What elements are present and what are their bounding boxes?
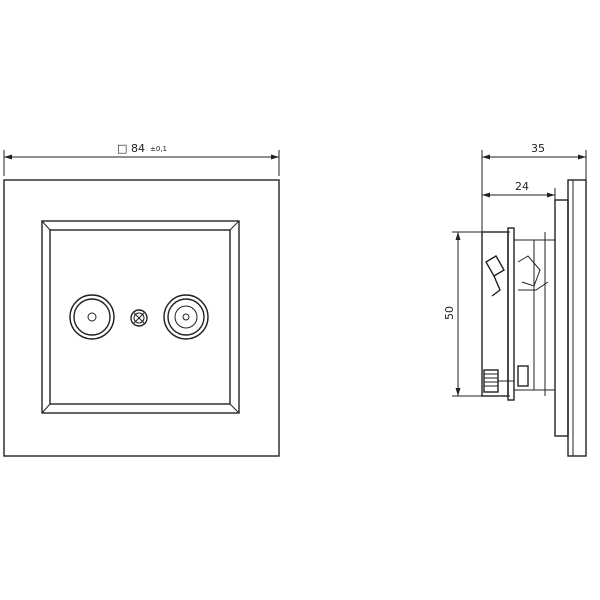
- left-coax-socket: [69, 294, 115, 340]
- depth-total-dimension: 35: [481, 142, 587, 232]
- insert-recess: [41, 220, 240, 414]
- depth-inner-label: 24: [515, 180, 529, 193]
- front-view: □ 84 ±0,1: [3, 142, 280, 457]
- width-square-symbol: □: [117, 142, 127, 155]
- outer-frame: [3, 179, 280, 457]
- side-frame: [554, 179, 587, 457]
- center-screw: [130, 309, 148, 327]
- insert-plate: [49, 229, 231, 405]
- width-dimension: □ 84 ±0,1: [3, 142, 280, 176]
- depth-total-label: 35: [531, 142, 545, 155]
- side-view: 35 24 50: [443, 142, 587, 457]
- side-mechanism: [481, 227, 555, 401]
- depth-inner-dimension: 24: [482, 180, 556, 200]
- height-label: 50: [443, 306, 456, 320]
- corner-marks: [41, 220, 240, 414]
- right-coax-socket: [163, 294, 209, 340]
- width-value-label: 84: [131, 142, 145, 155]
- width-tolerance-label: ±0,1: [150, 145, 167, 153]
- height-dimension: 50: [443, 231, 510, 397]
